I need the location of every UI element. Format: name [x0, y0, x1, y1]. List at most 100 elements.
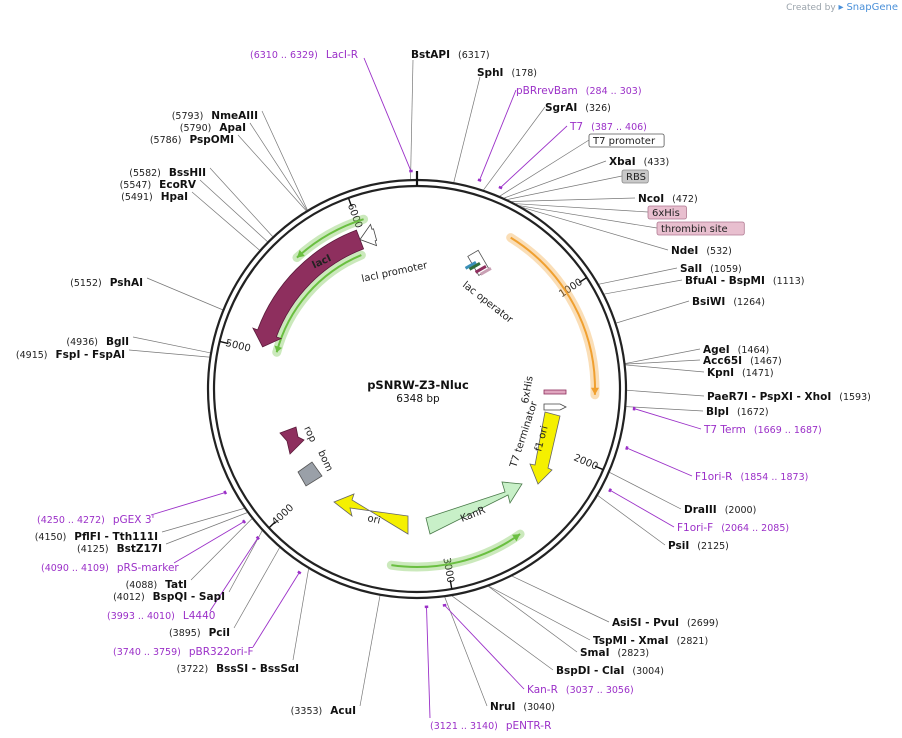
primer-label-prs-marker[interactable]: (4090 .. 4109)pRS-marker	[41, 562, 179, 574]
primer-label-kan-r[interactable]: Kan-R(3037 .. 3056)	[527, 684, 634, 696]
feature-box-t7-promoter[interactable]	[588, 133, 665, 148]
site-label-agei[interactable]: AgeI(1464)	[703, 344, 769, 356]
site-name: BfuAI - BspMI	[685, 275, 765, 287]
feature-box-thrombin-site[interactable]	[656, 221, 745, 236]
site-position: (4012)	[113, 592, 145, 603]
site-label-sali[interactable]: SalI(1059)	[680, 263, 742, 275]
six-his-label: 6xHis	[520, 375, 536, 404]
box-leader-t7-promoter	[499, 139, 590, 197]
site-label-bgli[interactable]: (4936)BglI	[66, 336, 129, 348]
six-his-mark	[543, 389, 567, 395]
plasmid-name: pSNRW-Z3-Nluc	[367, 378, 469, 392]
site-label-paer7i-pspxi-xhoi[interactable]: PaeR7I - PspXI - XhoI(1593)	[707, 391, 871, 403]
site-label-bfuai-bspmi[interactable]: BfuAI - BspMI(1113)	[685, 275, 804, 287]
site-position: (3722)	[177, 664, 209, 675]
site-label-kpni[interactable]: KpnI (1471)	[707, 367, 774, 379]
primer-label-laci-r[interactable]: (6310 .. 6329)LacI-R	[250, 49, 358, 61]
site-leader-ndei	[522, 207, 669, 251]
site-label-tati[interactable]: (4088)TatI	[126, 579, 187, 591]
ori-label: ori	[366, 513, 381, 526]
site-leader-kpni	[625, 364, 705, 373]
primer-label-pbrrevbam[interactable]: pBRrevBam(284 .. 303)	[516, 85, 642, 97]
site-label-bstz17i[interactable]: (4125)BstZ17I	[77, 543, 162, 555]
site-label-pshai[interactable]: (5152)PshAI	[70, 277, 143, 289]
site-name: PciI	[209, 627, 230, 639]
primer-leader-kan-r	[444, 604, 525, 690]
site-position: (4150)	[35, 532, 67, 543]
site-position: (5582)	[129, 168, 161, 179]
site-position: (5793)	[172, 111, 204, 122]
f1-ori-arrow	[529, 411, 561, 485]
primer-name: pBRrevBam	[516, 85, 578, 97]
site-label-hpai[interactable]: (5491)HpaI	[121, 191, 188, 203]
primer-label-f1ori-r[interactable]: F1ori-R(1854 .. 1873)	[695, 471, 808, 483]
site-label-blpi[interactable]: BlpI(1672)	[706, 406, 769, 418]
site-label-pflfi-tth111i[interactable]: (4150)PflFI - Tth111I	[35, 531, 158, 543]
site-label-draiii[interactable]: DraIII(2000)	[684, 504, 756, 516]
site-name: BspQI - SapI	[153, 591, 225, 603]
site-label-bspqi-sapi[interactable]: (4012) BspQI - SapI	[113, 591, 225, 603]
primer-label-t7-term[interactable]: T7 Term(1669 .. 1687)	[703, 424, 822, 436]
site-label-bsshii[interactable]: (5582)BssHII	[129, 167, 206, 179]
site-position: (1264)	[733, 297, 765, 308]
site-position: (2699)	[687, 618, 719, 629]
primer-name: pGEX 3'	[113, 514, 155, 526]
site-position: (1471)	[742, 368, 774, 379]
tick-label: 2000	[572, 452, 600, 472]
tick-mark	[219, 340, 229, 345]
site-label-ecorv[interactable]: (5547)EcoRV	[120, 179, 197, 191]
tick-mark	[449, 580, 453, 590]
primer-label-f1ori-f[interactable]: F1ori-F(2064 .. 2085)	[677, 522, 789, 534]
lac-operator-label: lac operator	[460, 280, 515, 327]
site-label-tspmi-xmai[interactable]: TspMI - XmaI(2821)	[593, 635, 708, 647]
site-position: (4125)	[77, 544, 109, 555]
feature-box-rbs[interactable]	[621, 169, 649, 184]
site-label-acui[interactable]: (3353)AcuI	[291, 705, 356, 717]
primer-label-l4440[interactable]: (3993 .. 4010)L4440	[107, 610, 215, 622]
site-leader-acui	[359, 595, 381, 707]
site-label-pcii[interactable]: (3895)PciI	[169, 627, 230, 639]
site-label-sphi[interactable]: SphI(178)	[477, 67, 537, 79]
primer-leader-laci-r	[363, 57, 412, 172]
site-label-bspdi-clai[interactable]: BspDI - ClaI(3004)	[556, 665, 664, 677]
site-label-pspomi[interactable]: (5786)PspOMI	[150, 134, 234, 146]
site-name: NcoI	[638, 193, 664, 205]
primer-label-pbr322ori-f[interactable]: (3740 .. 3759)pBR322ori-F	[113, 646, 254, 658]
nluc-orf-arrowhead	[590, 387, 599, 395]
site-position: (2823)	[618, 648, 650, 659]
primer-range: (1669 .. 1687)	[754, 425, 822, 436]
site-label-acc65i[interactable]: Acc65I(1467)	[703, 355, 782, 367]
site-label-fspi-fspai[interactable]: (4915)FspI - FspAI	[16, 349, 125, 361]
kanr-orf-arrowhead	[512, 534, 521, 542]
site-leader-bstapi	[410, 59, 414, 180]
site-label-asisi-pvui[interactable]: AsiSI - PvuI(2699)	[612, 617, 719, 629]
plasmid-length: 6348 bp	[396, 393, 440, 405]
site-label-bsssi-bsss-i[interactable]: (3722)BssSI - BssSαI	[177, 663, 299, 675]
primer-mark-t7	[498, 185, 503, 190]
site-label-smai[interactable]: SmaI(2823)	[580, 647, 649, 659]
site-name: BstAPI	[411, 49, 450, 61]
site-label-ndei[interactable]: NdeI(532)	[671, 245, 732, 257]
primer-label-pentr-r[interactable]: (3121 .. 3140)pENTR-R	[430, 720, 551, 732]
site-label-xbai[interactable]: XbaI(433)	[609, 156, 669, 168]
primer-leader-f1ori-f	[609, 489, 675, 528]
primer-range: (4250 .. 4272)	[37, 515, 105, 526]
site-name: DraIII	[684, 504, 717, 516]
site-label-psii[interactable]: PsiI(2125)	[668, 540, 729, 552]
site-name: KpnI	[707, 367, 734, 379]
feature-box-6xhis[interactable]	[647, 205, 687, 220]
site-label-nmeaiii[interactable]: (5793)NmeAIII	[172, 110, 258, 122]
site-label-apai[interactable]: (5790)ApaI	[180, 122, 246, 134]
laci-orf-upper-arrowhead	[296, 249, 305, 258]
site-leader-apai	[249, 122, 308, 211]
site-leader-pflfi-tth111i	[161, 508, 245, 533]
site-leader-smai	[488, 586, 578, 653]
site-label-nrui[interactable]: NruI(3040)	[490, 701, 555, 713]
primer-label-t7[interactable]: T7(387 .. 406)	[569, 121, 647, 133]
site-label-bsiwi[interactable]: BsiWI(1264)	[692, 296, 765, 308]
site-label-ncoi[interactable]: NcoI(472)	[638, 193, 698, 205]
primer-leader-l4440	[209, 537, 259, 612]
site-label-sgrai[interactable]: SgrAI(326)	[545, 102, 611, 114]
primer-label-pgex-3[interactable]: (4250 .. 4272) pGEX 3'	[37, 514, 154, 526]
site-label-bstapi[interactable]: BstAPI(6317)	[411, 49, 490, 61]
